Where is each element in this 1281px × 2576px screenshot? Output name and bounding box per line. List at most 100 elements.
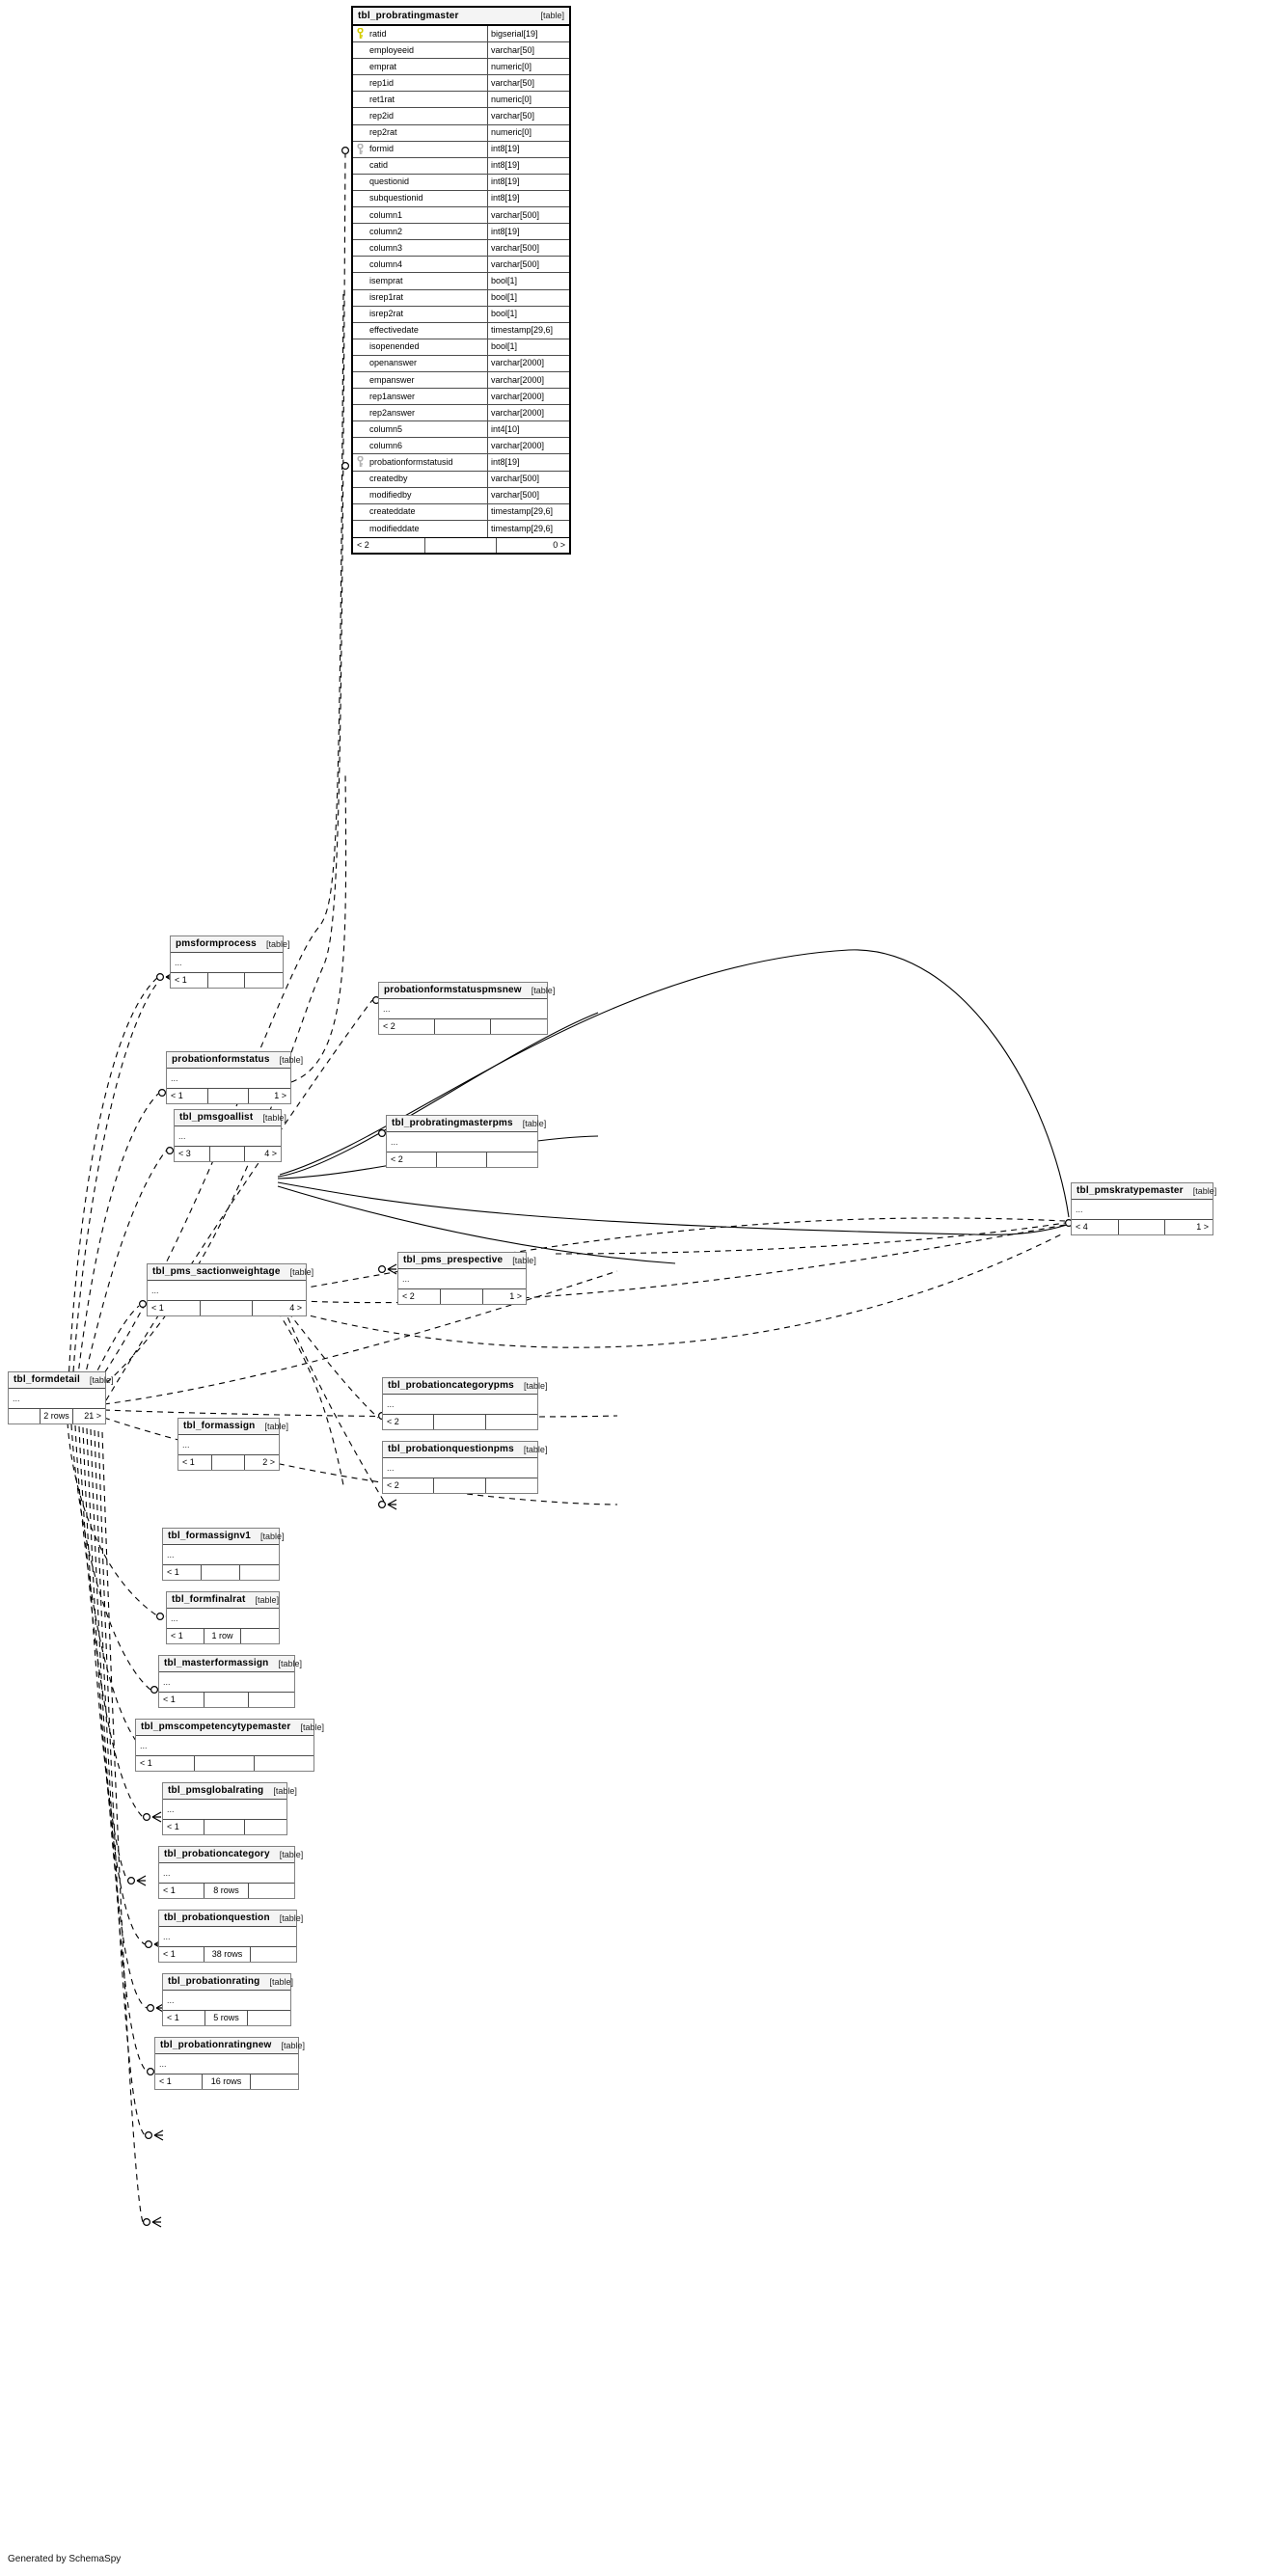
table-name: tbl_masterformassign [164, 1658, 269, 1668]
table-kind-label: [table] [279, 1054, 304, 1065]
table-columns-collapsed: ... [163, 1545, 279, 1565]
no-key-spacer [353, 191, 367, 206]
column-name: createdby [367, 471, 488, 487]
table-kind-label: [table] [265, 938, 290, 949]
table-node-tbl_formassignv1[interactable]: tbl_formassignv1[table]...< 1 [162, 1528, 285, 1581]
column-type: varchar[500] [491, 474, 540, 484]
footer-children [487, 1152, 537, 1167]
foreign-key-icon [353, 142, 367, 157]
table-name: tbl_pmscompetencytypemaster [141, 1722, 291, 1732]
table-node-probationformstatuspmsnew[interactable]: probationformstatuspmsnew[table]...< 2 [378, 982, 555, 1035]
table-columns-collapsed: ... [159, 1672, 294, 1693]
table-header: tbl_formfinalrat[table] [167, 1592, 279, 1609]
table-header: tbl_pmsglobalrating[table] [163, 1783, 297, 1800]
columns-ellipsis: ... [13, 1393, 20, 1403]
columns-ellipsis: ... [163, 1867, 171, 1878]
column-name: rep1answer [367, 389, 488, 405]
footer-children [249, 1884, 294, 1898]
column-name: isemprat [367, 273, 488, 289]
table-node-tbl_probratingmasterpms[interactable]: tbl_probratingmasterpms[table]...< 2 [386, 1115, 546, 1168]
no-key-spacer [353, 488, 367, 503]
table-name: tbl_pmsgoallist [179, 1112, 254, 1123]
column-type: bool[1] [491, 341, 518, 352]
no-key-spacer [353, 504, 367, 520]
no-key-spacer [353, 339, 367, 355]
columns-ellipsis: ... [159, 2058, 167, 2069]
table-node-pmsformprocess[interactable]: pmsformprocess[table]...< 1 [170, 935, 289, 989]
columns-ellipsis: ... [387, 1462, 395, 1473]
footer-parents: < 1 [136, 1756, 196, 1771]
table-columns-collapsed: ... [398, 1269, 526, 1289]
table-kind-label: [table] [279, 1912, 304, 1923]
footer-children [251, 1947, 296, 1962]
columns-ellipsis: ... [175, 957, 182, 967]
column-type: varchar[500] [491, 490, 540, 501]
table-node-tbl_pmsglobalrating[interactable]: tbl_pmsglobalrating[table]...< 1 [162, 1782, 297, 1835]
table-kind-label: [table] [522, 1118, 547, 1128]
table-columns-collapsed: ... [9, 1389, 105, 1409]
footer-parents: < 2 [398, 1289, 441, 1304]
table-node-tbl_probationcategorypms[interactable]: tbl_probationcategorypms[table]...< 2 [382, 1377, 547, 1430]
table-kind-label: [table] [279, 1849, 304, 1859]
table-node-tbl_masterformassign[interactable]: tbl_masterformassign[table]...< 1 [158, 1655, 302, 1708]
table-node-tbl_probationquestionpms[interactable]: tbl_probationquestionpms[table]...< 2 [382, 1441, 547, 1494]
column-type: varchar[500] [491, 242, 540, 253]
columns-ellipsis: ... [171, 1072, 178, 1083]
table-header: tbl_pmskratypemaster[table] [1072, 1183, 1216, 1200]
columns-ellipsis: ... [402, 1273, 410, 1284]
table-footer: < 1 [171, 973, 283, 988]
table-node-tbl_pmscompetencytypemaster[interactable]: tbl_pmscompetencytypemaster[table]...< 1 [135, 1719, 324, 1772]
primary-key-icon [353, 26, 367, 41]
table-kind-label: [table] [262, 1112, 286, 1123]
table-header: tbl_formassignv1[table] [163, 1529, 285, 1545]
